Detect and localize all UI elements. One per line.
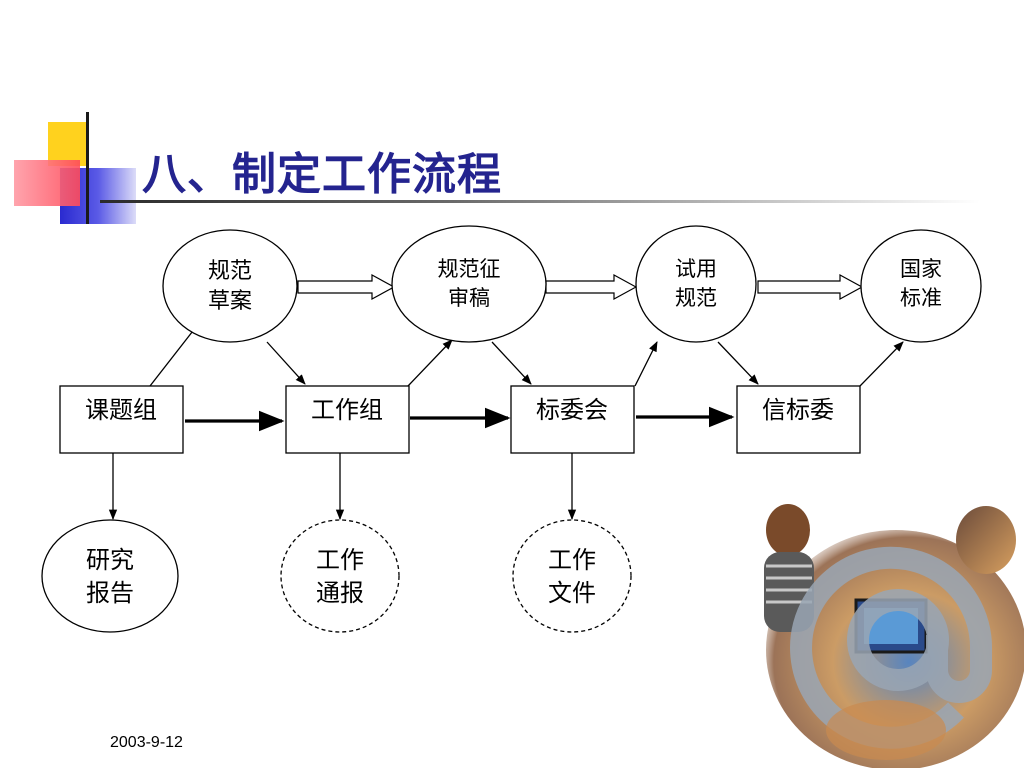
box-xinbiao [736, 385, 861, 454]
block-arrow-caoan-to-zhenggao [297, 273, 396, 301]
at-sign-collage-icon [756, 500, 1024, 768]
box-keti [59, 385, 184, 454]
stage-caoan-ellipse [162, 229, 298, 343]
output-wenjian-line1: 工作 [548, 546, 596, 574]
stage-zhenggao-line2: 审稿 [448, 286, 490, 310]
arrow-gongzuo-to-zhenggao [407, 339, 453, 387]
box-biaowei-label: 标委会 [536, 396, 608, 424]
output-tongbao-ellipse [280, 519, 400, 633]
arrow-caoan-to-gongzuo [266, 341, 306, 385]
deco-vertical-line [86, 112, 89, 224]
stage-guojia-line2: 标准 [900, 286, 942, 310]
arrow-zhenggao-to-biaowei [491, 341, 532, 385]
deco-red-block [14, 160, 80, 206]
slide-date: 2003-9-12 [110, 734, 183, 751]
stage-zhenggao-line1: 规范征 [438, 257, 501, 281]
block-arrow-zhenggao-to-shiyong [545, 273, 638, 301]
arrow-shiyong-to-xinbiao [717, 341, 759, 385]
box-gongzuo-label: 工作组 [311, 396, 383, 424]
output-yanjiu-line1: 研究 [86, 546, 134, 574]
box-keti-label: 课题组 [85, 396, 157, 424]
output-yanjiu-line2: 报告 [86, 579, 134, 607]
stage-guojia-line1: 国家 [900, 257, 942, 281]
box-biaowei [510, 385, 635, 454]
output-tongbao-line1: 工作 [316, 546, 364, 574]
stage-caoan-line1: 规范 [208, 259, 252, 284]
output-yanjiu-ellipse [41, 519, 179, 633]
stage-caoan-line2: 草案 [208, 289, 252, 314]
deco-yellow-block [48, 122, 88, 166]
slide-title: 八、制定工作流程 [142, 149, 502, 200]
box-gongzuo [285, 385, 410, 454]
output-wenjian-ellipse [512, 519, 632, 633]
title-underline [100, 200, 980, 203]
stage-shiyong-ellipse [635, 225, 757, 343]
block-arrow-shiyong-to-guojia [757, 273, 864, 301]
stage-shiyong-line2: 规范 [675, 286, 717, 310]
stage-shiyong-line1: 试用 [675, 257, 717, 281]
arrow-xinbiao-to-guojia [859, 341, 904, 387]
stage-guojia-ellipse [860, 229, 982, 343]
stage-zhenggao-ellipse [391, 225, 547, 343]
box-xinbiao-label: 信标委 [762, 396, 834, 424]
output-wenjian-line2: 文件 [548, 579, 596, 607]
output-tongbao-line2: 通报 [316, 579, 364, 607]
arrow-biaowei-to-shiyong [634, 341, 658, 387]
